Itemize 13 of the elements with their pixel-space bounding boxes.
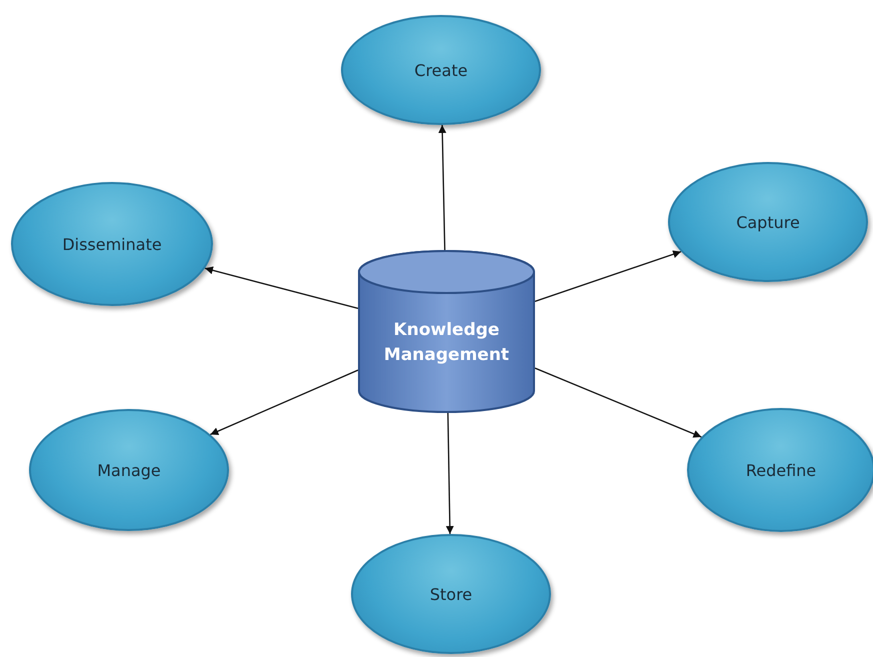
node-label: Create bbox=[414, 60, 468, 80]
node-label: Capture bbox=[736, 212, 800, 232]
node-label: Disseminate bbox=[62, 234, 162, 254]
arrow bbox=[534, 250, 682, 302]
arrow bbox=[438, 124, 446, 250]
arrow bbox=[446, 412, 454, 534]
node-label: Store bbox=[430, 584, 472, 604]
node-label: Manage bbox=[97, 460, 161, 480]
arrow bbox=[204, 266, 358, 309]
node-label: Knowledge Management bbox=[382, 318, 510, 366]
arrow bbox=[534, 368, 702, 438]
arrow bbox=[210, 370, 358, 436]
node-label: Redefine bbox=[746, 460, 816, 480]
